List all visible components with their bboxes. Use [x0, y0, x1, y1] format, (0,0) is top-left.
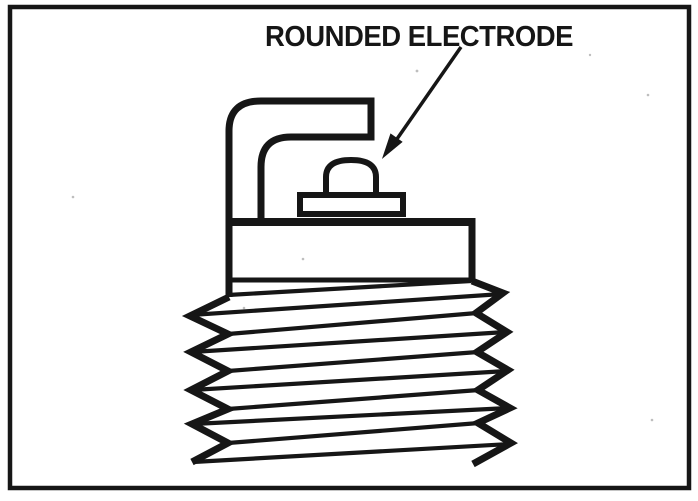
- shell-body: [225, 218, 476, 297]
- figure-border: [7, 4, 692, 491]
- scan-specks: [71, 53, 654, 422]
- thread-left-zigzag: [181, 293, 237, 466]
- leader-line: [388, 46, 463, 150]
- arrowhead-icon: [381, 133, 403, 159]
- leader-arrow: [381, 46, 463, 159]
- rounded-electrode-label: ROUNDED ELECTRODE: [265, 21, 573, 53]
- thread-right-zigzag: [469, 277, 518, 468]
- thread-ridges: [181, 277, 518, 468]
- terminal-hook: [225, 97, 375, 221]
- rounded-electrode-dome: [323, 156, 379, 193]
- electrode-base-plate: [297, 192, 406, 217]
- thread-helix-lines: [190, 278, 511, 465]
